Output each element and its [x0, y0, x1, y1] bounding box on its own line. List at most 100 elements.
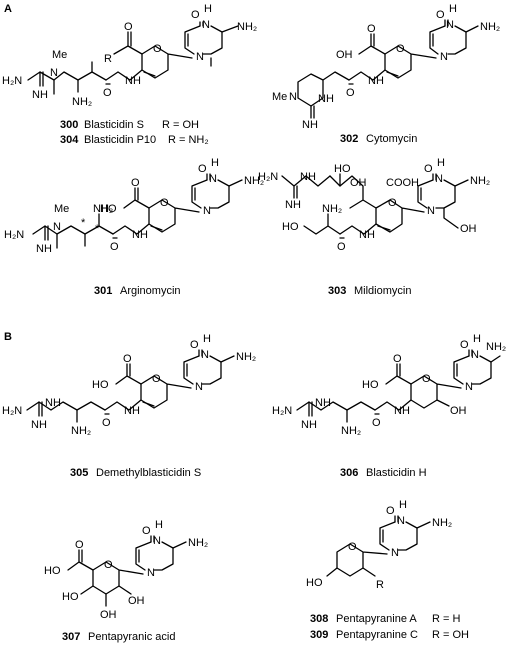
atom-o: O [190, 339, 199, 351]
atom-n: N [435, 173, 443, 185]
svg-text:308: 308 [310, 613, 328, 625]
atom-nh: NH [36, 243, 52, 255]
svg-text:Mildiomycin: Mildiomycin [354, 285, 411, 297]
atom-h: H [399, 499, 407, 511]
atom-nh2: NH₂ [341, 425, 361, 437]
atom-nh: NH [125, 75, 141, 87]
atom-h2n: H₂N [2, 405, 22, 417]
atom-o: O [191, 9, 200, 21]
atom-nh: NH [300, 171, 316, 183]
atom-o: O [110, 241, 119, 253]
atom-h2n: H₂N [4, 229, 24, 241]
svg-text:Demethylblasticidin S: Demethylblasticidin S [96, 467, 201, 479]
acid-group-300 [113, 31, 143, 55]
atom-n: N [53, 221, 61, 233]
atom-ho: HO [92, 379, 109, 391]
compound-label-308: 308 Pentapyranine A R = H [310, 613, 460, 625]
svg-text:R = OH: R = OH [432, 629, 469, 641]
atom-n: N [289, 91, 297, 103]
atom-nh2: NH₂ [188, 537, 208, 549]
structure-blasticidin-h: O H N NH₂ N O OH O HO NH O NH₂ NH H₂N NH [272, 333, 506, 437]
atom-ho: HO [306, 577, 323, 589]
atom-ho: HO [282, 221, 299, 233]
compound-label-305: 305 Demethylblasticidin S [70, 467, 201, 479]
atom-n: N [209, 173, 217, 185]
panel-label-b: B [4, 331, 12, 343]
atom-o: O [388, 197, 397, 209]
atom-nh2: NH₂ [470, 175, 490, 187]
pyranose-ring-308 [326, 543, 388, 577]
svg-text:Blasticidin H: Blasticidin H [366, 467, 427, 479]
compound-label-301: 301 Arginomycin [94, 285, 181, 297]
atom-o: O [422, 373, 431, 385]
compound-label-309: 309 Pentapyranine C R = OH [310, 629, 469, 641]
structure-pentapyranine: O H N NH₂ N O HO R [306, 499, 452, 591]
atom-h2n: H₂N [258, 171, 278, 183]
atom-o: O [103, 87, 112, 99]
atom-nh: NH [45, 397, 61, 409]
atom-oh: OH [128, 595, 145, 607]
atom-o: O [142, 525, 151, 537]
atom-nh2: NH₂ [71, 425, 91, 437]
svg-text:300: 300 [60, 119, 78, 131]
pyranose-ring-300 [141, 45, 193, 79]
atom-n: N [446, 19, 454, 31]
atom-n: N [201, 349, 209, 361]
cytosine-ring-305 [183, 349, 235, 385]
atom-h2n: H₂N [2, 75, 22, 87]
atom-ho: HO [334, 163, 351, 175]
atom-ho: HO [62, 591, 79, 603]
atom-nh2: NH₂ [432, 517, 452, 529]
compound-label-304: 304 Blasticidin P10 R = NH₂ [60, 134, 209, 146]
svg-text:303: 303 [328, 285, 346, 297]
atom-nh2: NH₂ [93, 203, 113, 215]
atom-nh: NH [301, 419, 317, 431]
cytosine-ring-300 [184, 21, 239, 67]
atom-oh: OH [100, 609, 117, 621]
svg-text:R = H: R = H [432, 613, 460, 625]
cytosine-ring-301 [191, 173, 243, 209]
atom-n: N [471, 349, 479, 361]
svg-text:306: 306 [340, 467, 358, 479]
atom-nh: NH [32, 89, 48, 101]
structure-blasticidin-s: O H N NH₂ N O O R NH O NH₂ Me N H₂N NH [2, 3, 257, 108]
cytosine-ring-308 [379, 515, 431, 551]
atom-o: O [153, 43, 162, 55]
side-chain-302 [297, 69, 386, 119]
atom-o: O [393, 353, 402, 365]
atom-o: O [367, 23, 376, 35]
pyranose-ring-307 [80, 561, 144, 607]
atom-h: H [211, 157, 219, 169]
atom-nh: NH [31, 419, 47, 431]
atom-o: O [346, 87, 355, 99]
atom-nh2: NH₂ [486, 341, 506, 353]
atom-h: H [437, 157, 445, 169]
pyranose-ring-306 [410, 375, 462, 409]
svg-text:309: 309 [310, 629, 328, 641]
atom-n: N [440, 51, 448, 63]
atom-h: H [155, 519, 163, 531]
compound-label-303: 303 Mildiomycin [328, 285, 411, 297]
quaternary-center-303 [281, 173, 377, 209]
structure-arginomycin: O H N NH₂ N O O HO NH O NH₂ * * Me N H₂N [4, 157, 264, 255]
side-chain-305 [26, 399, 142, 423]
cytosine-ring-306 [453, 349, 501, 385]
atom-r: R [376, 579, 384, 591]
atom-o: O [337, 241, 346, 253]
compound-label-306: 306 Blasticidin H [340, 467, 427, 479]
atom-nh: NH [359, 229, 375, 241]
atom-h2n: H₂N [272, 405, 292, 417]
compound-label-307: 307 Pentapyranic acid [62, 631, 175, 643]
compound-label-300: 300 Blasticidin S R = OH [60, 119, 199, 131]
atom-cooh: COOH [386, 177, 419, 189]
atom-r: R [104, 53, 112, 65]
svg-text:Arginomycin: Arginomycin [120, 285, 181, 297]
svg-text:304: 304 [60, 134, 79, 146]
acid-group-307 [67, 549, 94, 571]
atom-n: N [153, 535, 161, 547]
atom-me: Me [54, 203, 69, 215]
atom-o: O [460, 339, 469, 351]
atom-n: N [202, 19, 210, 31]
stereo-star: * [81, 217, 86, 229]
